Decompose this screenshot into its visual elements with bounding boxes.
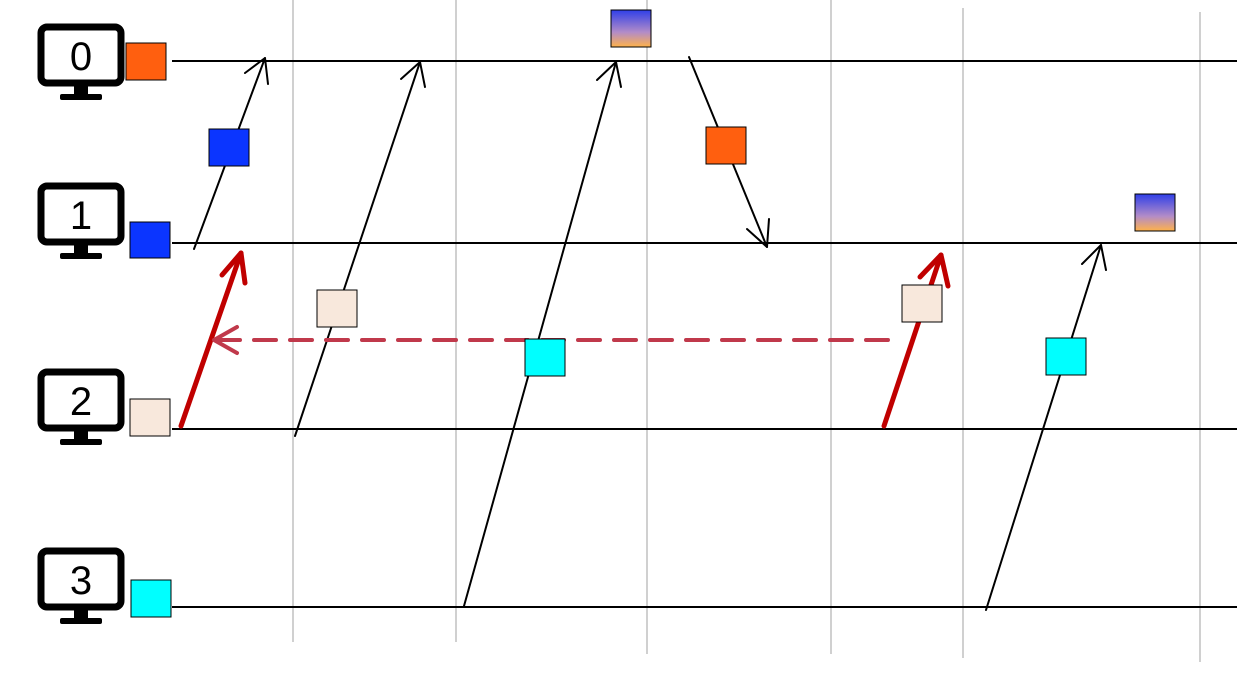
message-arrow: [463, 61, 622, 607]
merged-state-swatch: [610, 9, 652, 48]
message-payload: [208, 128, 250, 167]
process-color-swatch: [129, 398, 171, 437]
process-label: 0: [70, 35, 92, 79]
message-payload: [901, 284, 943, 323]
gridlines: [292, 0, 1201, 662]
message-payload: [705, 126, 747, 165]
timelines: [172, 60, 1237, 608]
process-0: 0: [37, 23, 167, 100]
process-label: 2: [70, 380, 92, 424]
computer-monitor-icon: [37, 547, 125, 624]
process-3: 3: [37, 547, 172, 624]
highlight-arrow: [881, 252, 951, 429]
process-2: 2: [37, 368, 171, 445]
process-color-swatch: [130, 579, 172, 618]
message-payload: [316, 289, 358, 328]
message-arrow: [294, 61, 426, 437]
computer-monitor-icon: [37, 182, 125, 259]
process-color-swatch: [129, 221, 171, 259]
computer-monitor-icon: [37, 23, 125, 100]
computer-monitor-icon: [37, 368, 125, 445]
payloads: [208, 126, 1087, 377]
messages: [193, 56, 1107, 611]
message-arrow: [985, 244, 1107, 611]
process-1: 1: [37, 182, 171, 259]
message-payload: [1045, 337, 1087, 376]
message-payload: [524, 338, 566, 377]
process-label: 1: [70, 194, 92, 238]
state-swatches: [610, 9, 1176, 232]
merged-state-swatch: [1134, 193, 1176, 232]
highlight-arrow: [178, 250, 248, 429]
process-color-swatch: [125, 42, 167, 81]
process-label: 3: [70, 559, 92, 603]
highlight-messages: [178, 250, 951, 429]
